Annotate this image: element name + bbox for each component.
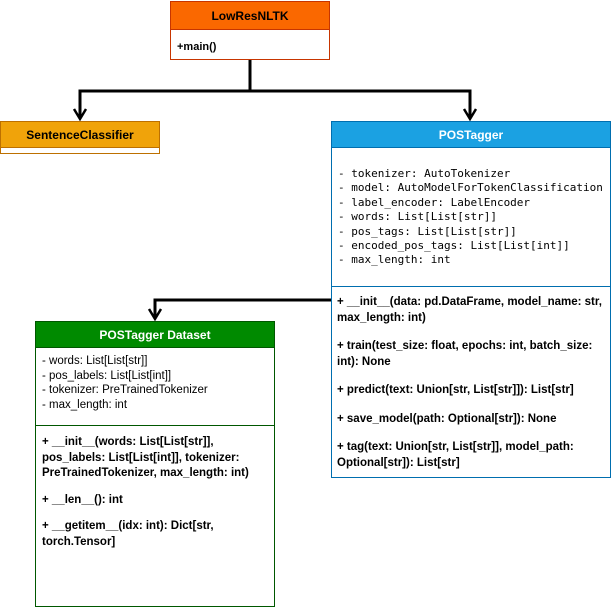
class-sentenceclassifier[interactable]: SentenceClassifier <box>0 121 160 154</box>
class-sentenceclassifier-name: SentenceClassifier <box>26 128 134 142</box>
attr-pos-tags: - pos_tags: List[List[str]] <box>338 224 517 238</box>
method-main: +main() <box>177 41 217 53</box>
class-postagger-header: POSTagger <box>332 122 610 148</box>
class-lowresnltk-name: LowResNLTK <box>211 9 289 23</box>
attr-words: - words: List[List[str]] <box>42 355 148 367</box>
method-save-model: + save_model(path: Optional[str]): None <box>337 412 557 425</box>
class-lowresnltk-header: LowResNLTK <box>171 2 329 30</box>
attr-label-encoder: - label_encoder: LabelEncoder <box>338 195 531 209</box>
connector-postagger-to-dataset <box>153 298 331 319</box>
method-len: + __len__(): int <box>42 493 123 506</box>
attr-model: - model: AutoModelForTokenClassification <box>338 181 603 195</box>
class-postagger-dataset-name: POSTagger Dataset <box>99 328 211 342</box>
class-postagger-attributes: - tokenizer: AutoTokenizer - model: Auto… <box>332 148 610 287</box>
connector-lowres-to-sentenceclassifier <box>78 60 252 119</box>
attr-words: - words: List[List[str]] <box>338 210 497 224</box>
method-tag: + tag(text: Union[str, List[str]], model… <box>337 441 577 469</box>
connector-lowres-to-postagger <box>250 89 472 119</box>
class-postagger-name: POSTagger <box>438 128 504 142</box>
attr-tokenizer: - tokenizer: PreTrainedTokenizer <box>42 384 208 396</box>
class-postagger-dataset-header: POSTagger Dataset <box>36 322 274 348</box>
attr-tokenizer: - tokenizer: AutoTokenizer <box>338 167 511 180</box>
class-postagger[interactable]: POSTagger - tokenizer: AutoTokenizer - m… <box>331 121 611 478</box>
arrowhead-postagger <box>462 108 478 122</box>
class-lowresnltk-methods: +main() <box>171 30 329 53</box>
class-postagger-dataset-attributes: - words: List[List[str]] - pos_labels: L… <box>36 348 274 426</box>
attr-max-length: - max_length: int <box>42 398 128 411</box>
class-lowresnltk[interactable]: LowResNLTK +main() <box>170 1 330 60</box>
arrowhead-sentenceclassifier <box>72 108 88 122</box>
method-train: + train(test_size: float, epochs: int, b… <box>337 340 596 368</box>
class-postagger-methods: + __init__(data: pd.DataFrame, model_nam… <box>332 287 610 471</box>
arrowhead-postagger-dataset <box>147 308 163 322</box>
class-postagger-dataset[interactable]: POSTagger Dataset - words: List[List[str… <box>35 321 275 607</box>
method-init: + __init__(words: List[List[str]], pos_l… <box>42 436 249 479</box>
attr-pos-labels: - pos_labels: List[List[int]] <box>42 369 172 382</box>
attr-encoded-pos-tags: - encoded_pos_tags: List[List[int]] <box>338 239 570 253</box>
method-predict: + predict(text: Union[str, List[str]]): … <box>337 384 574 396</box>
class-sentenceclassifier-header: SentenceClassifier <box>1 122 159 148</box>
attr-max-length: - max_length: int <box>338 253 451 267</box>
method-getitem: + __getitem__(idx: int): Dict[str, torch… <box>42 520 217 548</box>
class-postagger-dataset-methods: + __init__(words: List[List[str]], pos_l… <box>36 426 274 550</box>
method-init: + __init__(data: pd.DataFrame, model_nam… <box>337 296 606 324</box>
